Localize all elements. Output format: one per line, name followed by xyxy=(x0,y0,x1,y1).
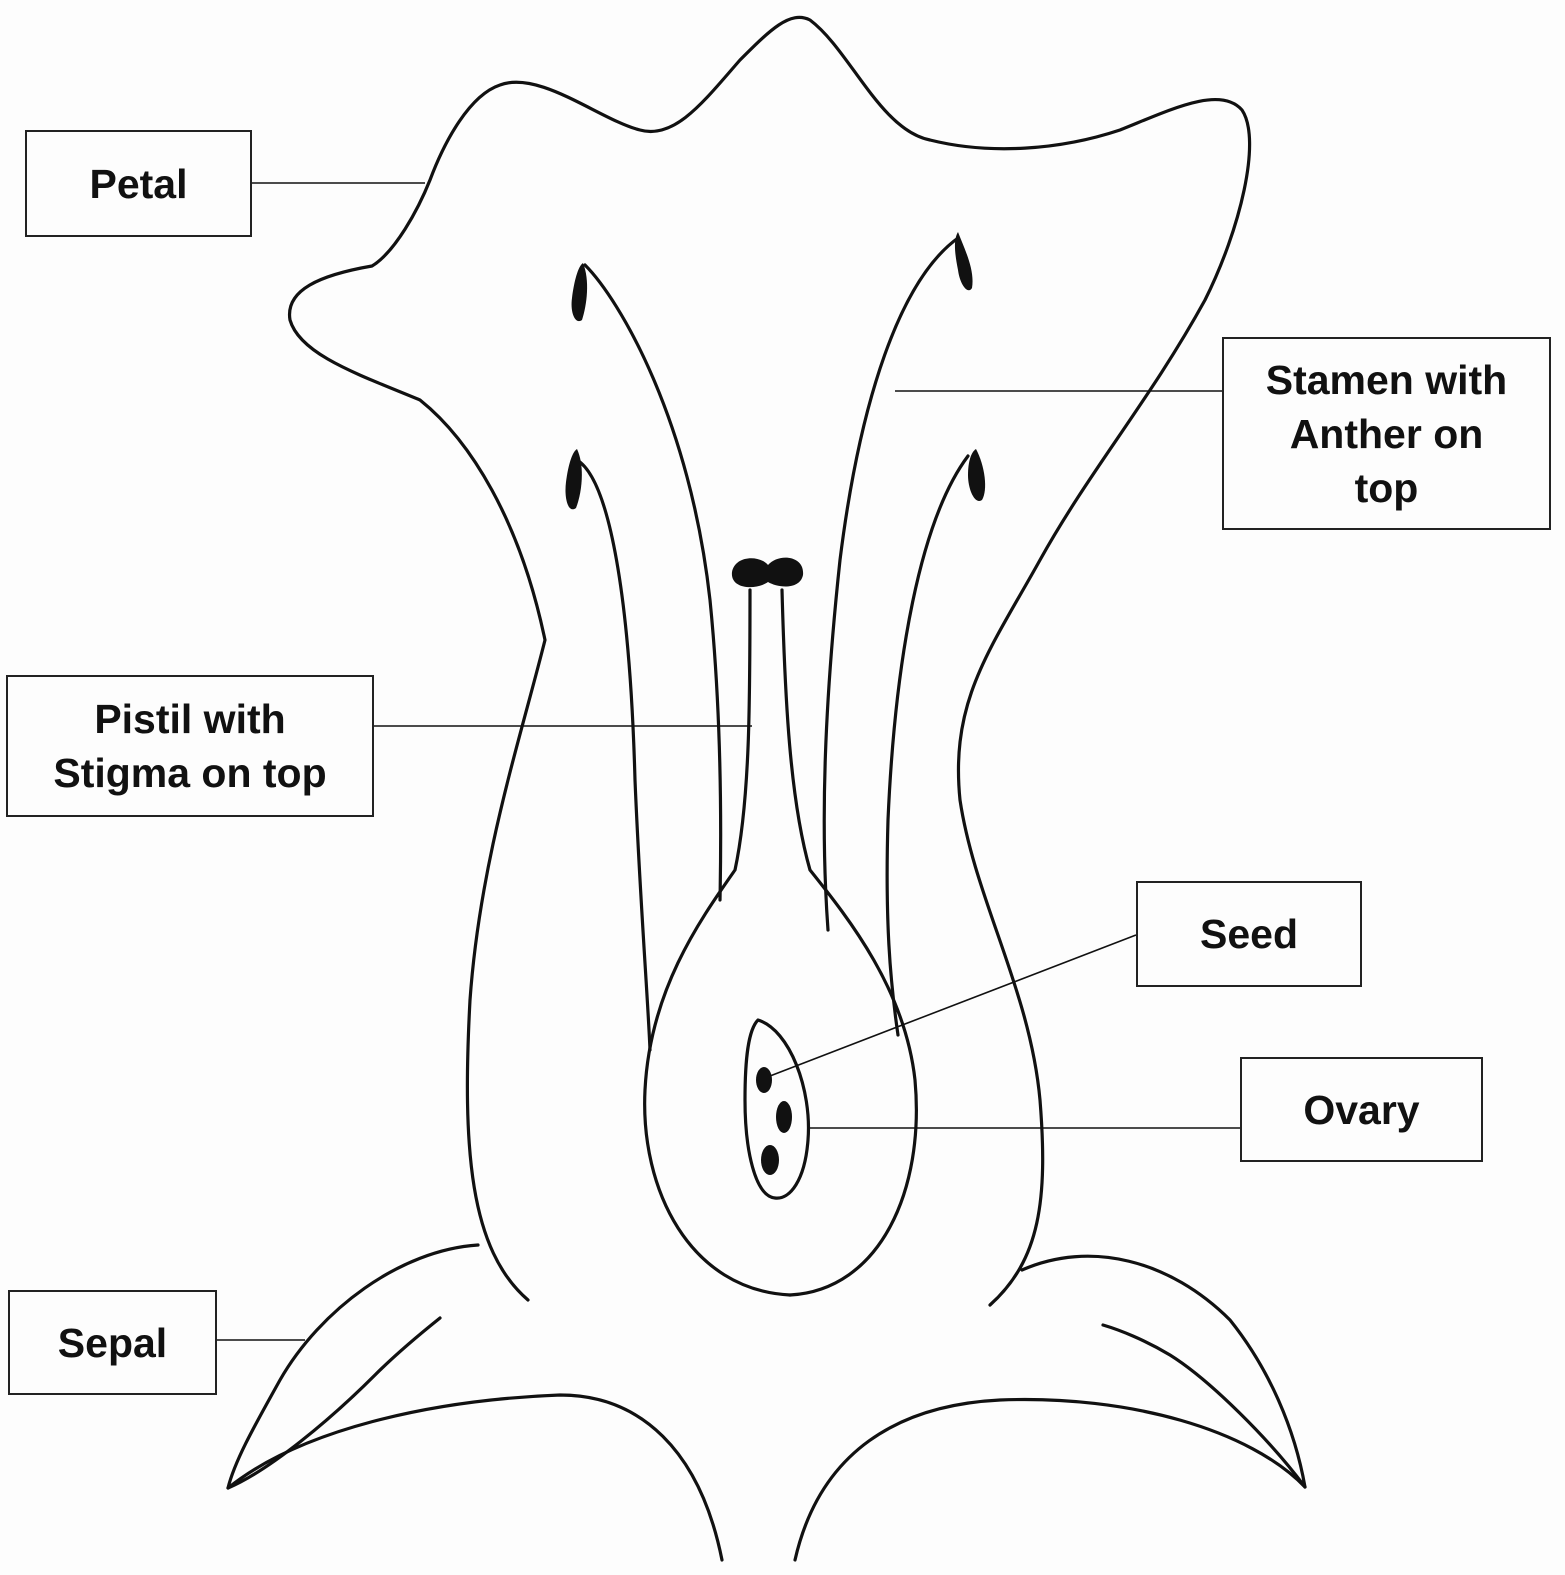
stamen-lower-right xyxy=(887,456,968,1035)
seed-2 xyxy=(776,1101,792,1133)
stamen-upper-left xyxy=(585,265,721,900)
anther-upper-left xyxy=(572,263,588,321)
seed-pod xyxy=(745,1020,808,1198)
stigma xyxy=(732,558,803,588)
stamen-upper-right xyxy=(824,238,958,930)
label-petal: Petal xyxy=(25,130,252,237)
label-stamen: Stamen with Anther on top xyxy=(1222,337,1551,530)
label-seed: Seed xyxy=(1136,881,1362,987)
seed-leader xyxy=(770,935,1136,1076)
anther-lower-left xyxy=(565,449,581,509)
seed-3 xyxy=(761,1145,779,1175)
anther-upper-right xyxy=(955,232,973,290)
left-sepal-lower xyxy=(228,1395,722,1560)
right-sepal-lower xyxy=(795,1400,1305,1560)
seed-1 xyxy=(756,1067,772,1093)
petal-outline xyxy=(290,17,1250,1305)
label-pistil: Pistil with Stigma on top xyxy=(6,675,374,817)
left-sepal xyxy=(228,1245,478,1488)
stamen-lower-left xyxy=(577,460,650,1050)
anther-lower-right xyxy=(968,449,985,501)
label-ovary: Ovary xyxy=(1240,1057,1483,1162)
label-sepal: Sepal xyxy=(8,1290,217,1395)
